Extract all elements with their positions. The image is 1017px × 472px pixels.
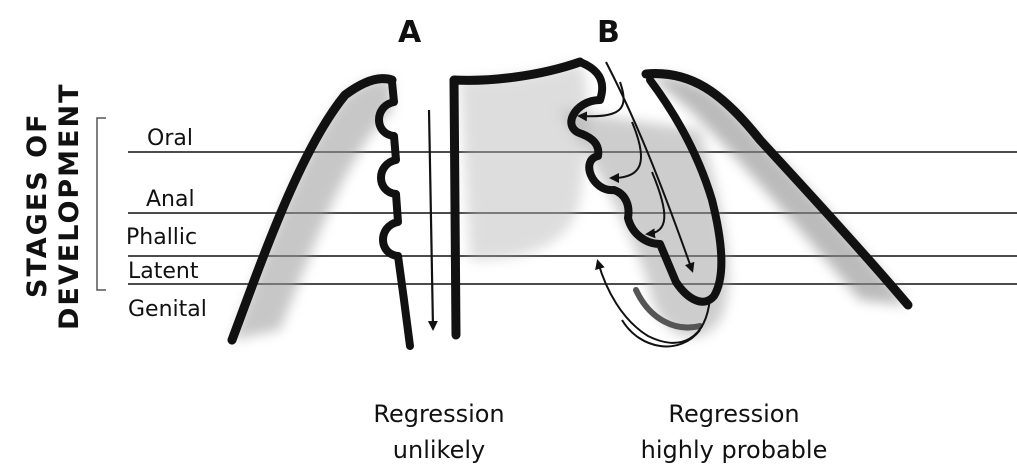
panel-a-figure <box>232 62 588 346</box>
stage-label-phallic: Phallic <box>126 225 197 250</box>
stage-label-anal: Anal <box>146 187 195 212</box>
stage-label-genital: Genital <box>128 297 207 322</box>
panel-a-left-wall-shade <box>232 79 392 340</box>
panel-a-inner-wall <box>379 82 410 346</box>
vertical-title: STAGES OF DEVELOPMENT <box>22 82 85 330</box>
panel-a-caption-line-1: Regression <box>373 400 504 428</box>
stages-bracket <box>97 118 106 290</box>
panel-b-label: B <box>597 15 620 50</box>
panel-a-arrow <box>429 110 433 328</box>
panel-a-caption-line-2: unlikely <box>393 436 485 464</box>
stage-label-oral: Oral <box>147 126 193 151</box>
title-line-1: STAGES OF <box>22 112 53 298</box>
title-line-2: DEVELOPMENT <box>54 82 85 330</box>
stage-label-latent: Latent <box>128 259 199 284</box>
panel-b-figure <box>560 62 908 346</box>
panel-a-right-column-shade <box>460 62 588 260</box>
panel-b-caption-line-1: Regression <box>668 400 799 428</box>
panel-b-caption-line-2: highly probable <box>641 436 828 464</box>
panel-a-label: A <box>398 15 422 50</box>
